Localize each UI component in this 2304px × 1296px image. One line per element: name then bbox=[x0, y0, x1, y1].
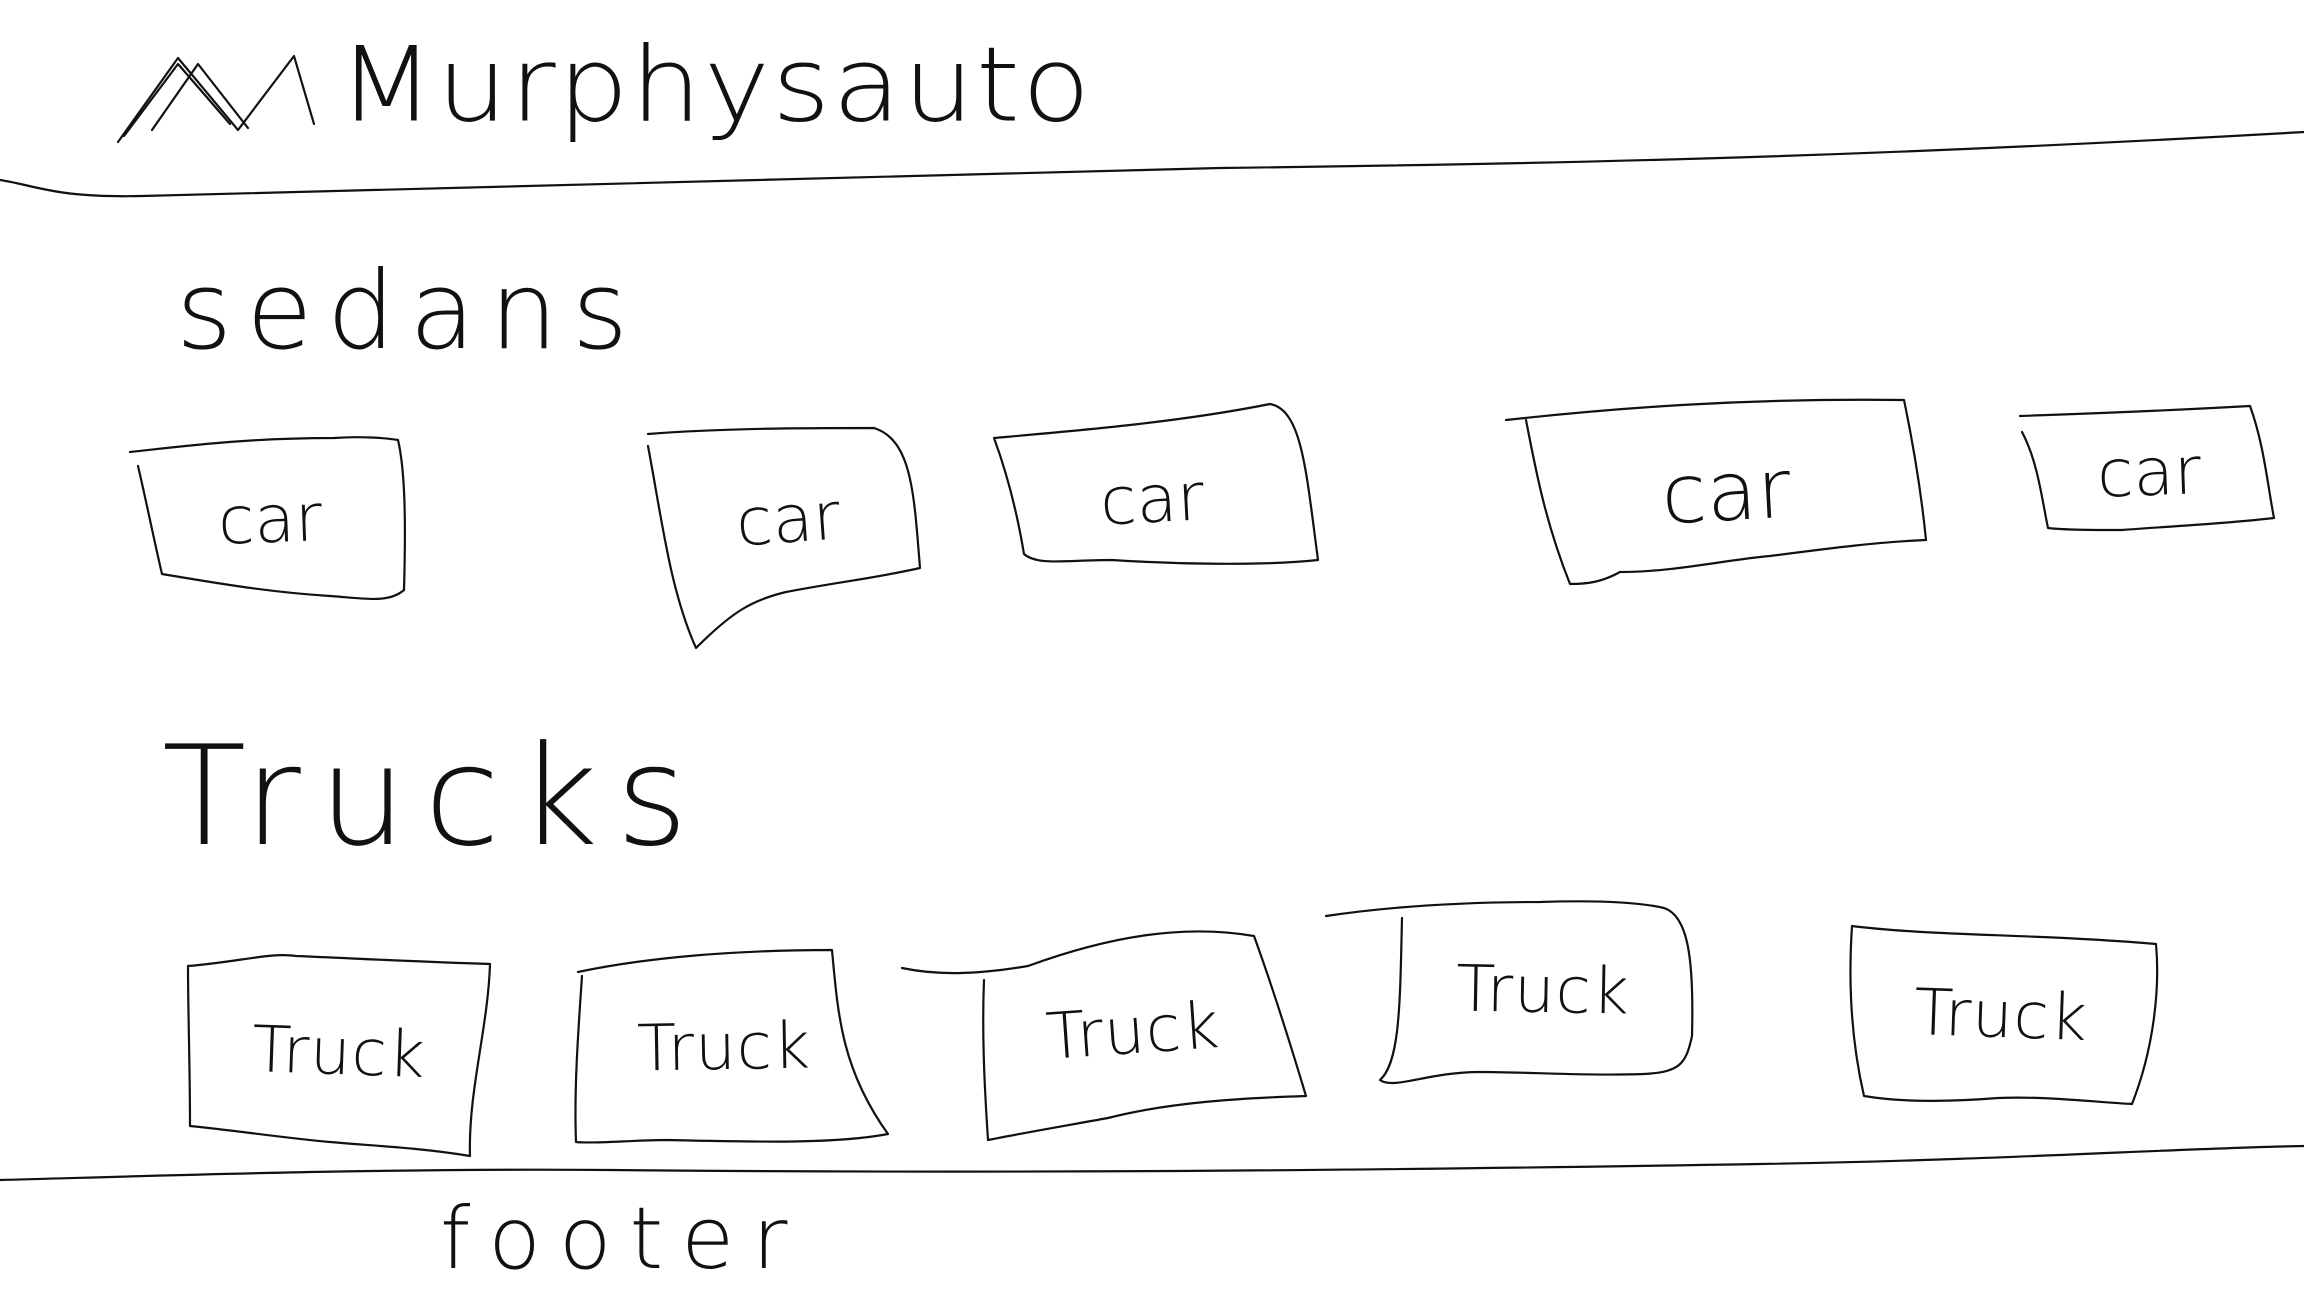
car-card-outline-2 bbox=[646, 426, 922, 650]
car-card-label: car bbox=[1098, 457, 1206, 541]
truck-card-3[interactable]: Truck bbox=[983, 940, 1284, 1124]
truck-card-outline-5 bbox=[1849, 924, 2159, 1106]
mountain-logo-icon bbox=[116, 54, 316, 144]
truck-card-4[interactable]: Truck bbox=[1399, 908, 1688, 1075]
truck-card-label: Truck bbox=[1043, 989, 1223, 1075]
truck-card-5[interactable]: Truck bbox=[1857, 931, 2144, 1101]
sedans-heading: sedans bbox=[176, 249, 643, 374]
car-card-1[interactable]: car bbox=[148, 452, 392, 586]
truck-card-outline-2 bbox=[574, 948, 890, 1144]
car-card-outline-3 bbox=[992, 402, 1320, 565]
car-card-2[interactable]: car bbox=[667, 440, 908, 598]
truck-card-outline-3 bbox=[900, 930, 1308, 1142]
car-card-outline-5 bbox=[2018, 404, 2276, 532]
car-card-5[interactable]: car bbox=[2034, 416, 2263, 528]
footer-divider bbox=[0, 1144, 2304, 1182]
trucks-heading: Trucks bbox=[162, 716, 706, 877]
truck-card-outline-1 bbox=[186, 953, 492, 1158]
truck-card-label: Truck bbox=[250, 1012, 428, 1094]
footer-label: footer bbox=[440, 1189, 806, 1289]
car-card-label: car bbox=[2095, 431, 2203, 513]
header-divider bbox=[0, 130, 2304, 198]
car-card-outline-1 bbox=[128, 436, 407, 601]
car-card-3[interactable]: car bbox=[1003, 430, 1301, 567]
car-card-label: car bbox=[1659, 441, 1793, 543]
brand-name[interactable]: Murphysauto bbox=[338, 25, 1093, 146]
truck-card-label: Truck bbox=[1455, 952, 1631, 1030]
car-card-4[interactable]: car bbox=[1536, 408, 1915, 575]
truck-card-label: Truck bbox=[1912, 975, 2090, 1057]
truck-card-outline-4 bbox=[1324, 900, 1694, 1085]
car-card-label: car bbox=[216, 478, 324, 560]
truck-card-1[interactable]: Truck bbox=[191, 963, 487, 1143]
car-card-outline-4 bbox=[1504, 398, 1928, 586]
car-card-label: car bbox=[733, 476, 843, 562]
truck-card-2[interactable]: Truck bbox=[582, 958, 865, 1139]
truck-card-label: Truck bbox=[636, 1009, 812, 1087]
